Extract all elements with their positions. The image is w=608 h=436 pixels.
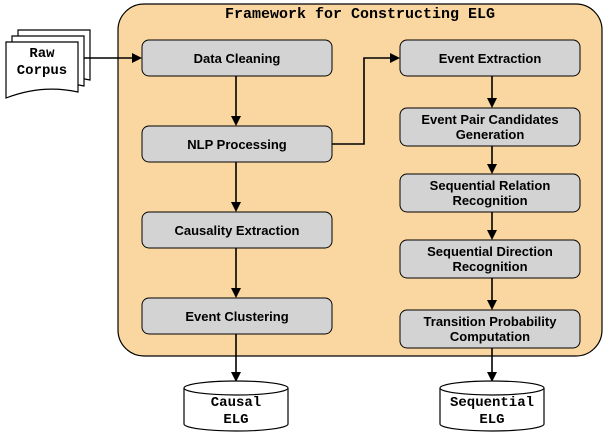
data-cleaning-box (141, 39, 333, 77)
sequential-direction-box (399, 239, 581, 279)
raw-corpus-label: Raw Corpus (16, 46, 68, 79)
causality-extraction-label: Causality Extraction (174, 222, 300, 238)
event-clustering-label: Event Clustering (185, 308, 289, 324)
event-extraction-label: Event Extraction (438, 50, 542, 66)
event-extraction-box (399, 39, 581, 77)
event-clustering-box (141, 297, 333, 335)
data-cleaning-label: Data Cleaning (193, 50, 281, 66)
sequential-relation-box (399, 173, 581, 213)
causal-elg-label: Causal ELG (210, 395, 262, 428)
sequential-relation-label: Sequential Relation Recognition (429, 178, 551, 208)
sequential-elg-database-icon (439, 380, 545, 432)
event-pair-candidates-label: Event Pair Candidates Generation (421, 112, 559, 142)
causal-elg-database-icon (183, 380, 289, 432)
event-pair-candidates-box (399, 107, 581, 147)
transition-probability-label: Transition Probability Computation (423, 314, 557, 344)
arrow-nlp-to-event-extraction (332, 53, 400, 145)
nlp-processing-label: NLP Processing (187, 136, 287, 152)
raw-corpus-document-stack (5, 29, 91, 99)
transition-probability-box (399, 309, 581, 349)
sequential-direction-label: Sequential Direction Recognition (427, 244, 553, 274)
sequential-elg-label: Sequential ELG (449, 395, 534, 428)
framework-title: Framework for Constructing ELG (224, 6, 496, 23)
causality-extraction-box (141, 211, 333, 249)
